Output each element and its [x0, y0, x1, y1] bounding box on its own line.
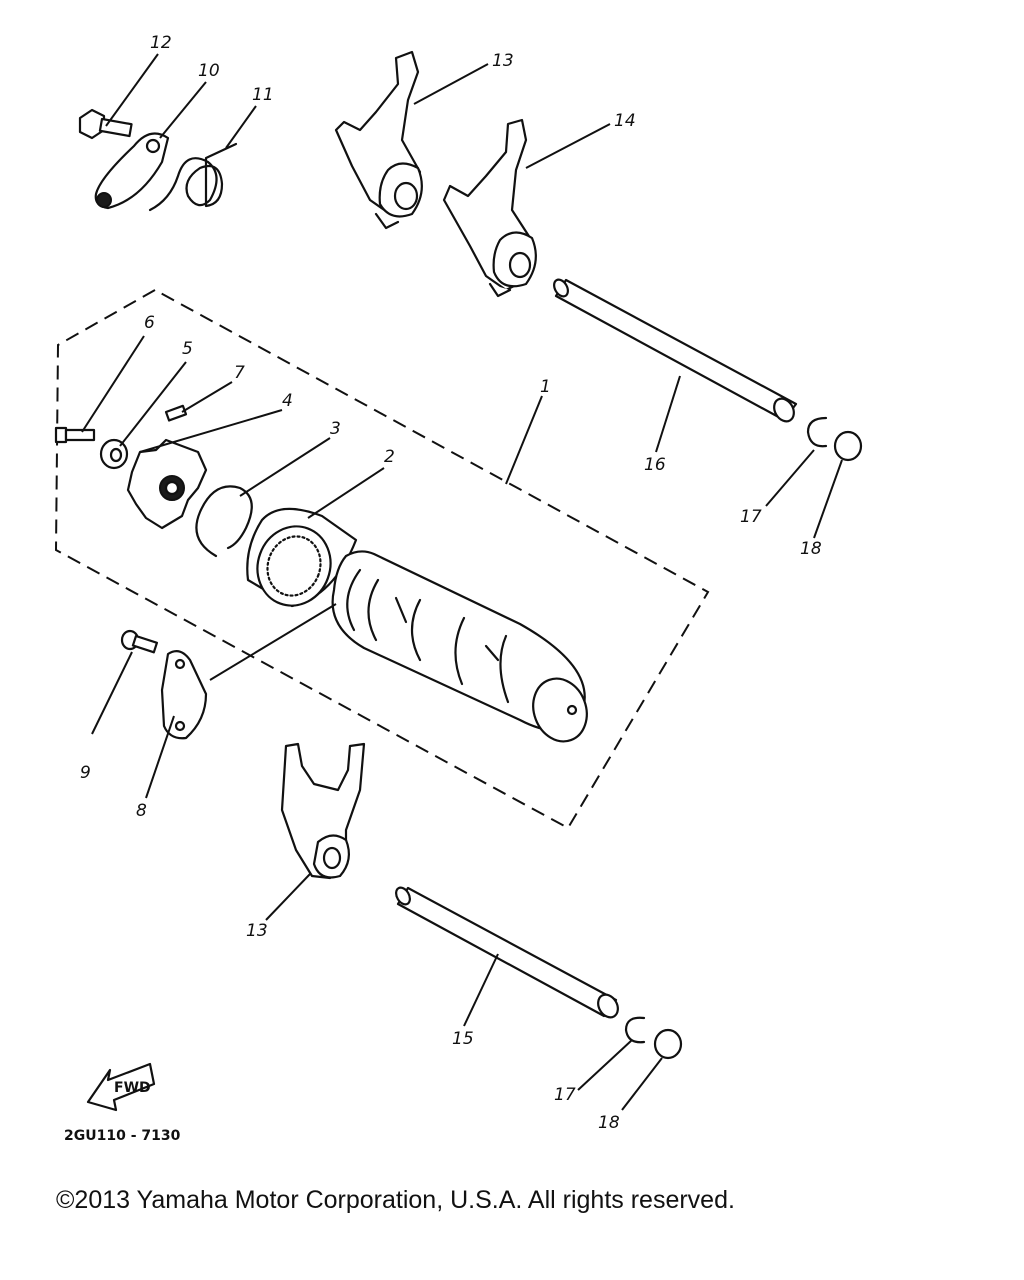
callout-17-bottom: 17	[554, 1085, 576, 1105]
callout-1: 1	[540, 377, 551, 397]
circlip-17-bottom	[624, 1016, 646, 1044]
callout-15: 15	[452, 1029, 474, 1049]
guide-bar-16	[553, 278, 798, 423]
callout-13-bottom: 13	[246, 921, 268, 941]
callout-18-top: 18	[800, 539, 822, 559]
callout-8: 8	[136, 801, 147, 821]
fwd-label: FWD	[114, 1080, 151, 1096]
washer-5	[99, 438, 129, 470]
assembly-boundary	[54, 288, 710, 830]
callout-17-top: 17	[740, 507, 762, 527]
callout-11: 11	[252, 85, 274, 105]
circlip-3	[195, 485, 253, 558]
guide-bar-15	[395, 886, 619, 1019]
cap-18-bottom	[653, 1028, 683, 1060]
drawing-code: 2GU110 - 7130	[64, 1128, 181, 1144]
stopper-lever-10	[94, 132, 170, 210]
copyright-notice: ©2013 Yamaha Motor Corporation, U.S.A. A…	[56, 1186, 735, 1214]
callout-2: 2	[384, 447, 395, 467]
shift-cam	[331, 550, 588, 743]
callout-4: 4	[282, 391, 293, 411]
cap-18-top	[833, 430, 863, 462]
callout-12: 12	[150, 33, 172, 53]
screw-9	[120, 629, 159, 654]
dowel-pin-7	[164, 404, 188, 422]
bolt-12	[78, 108, 133, 140]
callout-14: 14	[614, 111, 636, 131]
callout-5: 5	[182, 339, 193, 359]
callout-7: 7	[234, 363, 245, 383]
circlip-17-top	[806, 416, 828, 448]
callout-18-bottom: 18	[598, 1113, 620, 1133]
callout-10: 10	[198, 61, 220, 81]
shift-fork-13-bottom	[280, 742, 366, 880]
screw-6	[54, 426, 96, 444]
fwd-arrow-icon: FWD	[86, 1062, 156, 1112]
spring-11	[148, 142, 238, 212]
segment-4	[126, 438, 208, 530]
shift-fork-14	[442, 118, 537, 298]
leader-lines	[81, 53, 843, 1111]
callout-numbers: 12 10 11 13 14 6 5 7 4 3 2 1 16 17 18 9 …	[80, 33, 822, 1133]
callout-3: 3	[330, 419, 341, 439]
bearing-2	[246, 507, 358, 608]
shift-fork-13-top	[334, 50, 423, 230]
callout-16: 16	[644, 455, 666, 475]
plate-8	[160, 649, 208, 740]
callout-6: 6	[144, 313, 155, 333]
callout-9: 9	[80, 763, 91, 783]
callout-13-top: 13	[492, 51, 514, 71]
